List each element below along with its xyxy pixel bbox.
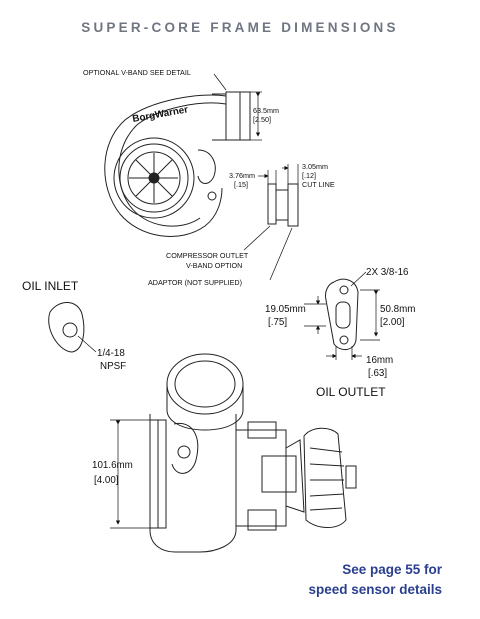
oil-inlet-flange [48,302,85,353]
vband-flange [225,91,241,141]
dim-63-5-mm: 63.5mm [253,106,279,115]
thread-leader [350,271,367,287]
dim-101-6-in: [4.00] [94,475,119,486]
dim-16 [326,346,362,360]
turbine-backplate [285,439,305,513]
speed-sensor-note-line-1: See page 55 for [342,562,442,577]
thread-label: 2X 3/8-16 [366,267,409,278]
dim-16-mm: 16mm [366,355,393,366]
turbine-wheel [303,427,347,528]
compressor-outlet-label-2: V-BAND OPTION [186,261,242,270]
dim-3-05-in: [.12] [302,171,316,180]
compressor-inlet-outer [113,137,195,219]
oil-outlet-boss [247,509,277,531]
dim-3-76-in: [.15] [234,180,248,189]
adaptor-label: ADAPTOR (NOT SUPPLIED) [148,278,242,287]
vband-detail-adaptor [287,183,299,227]
housing-boss [197,149,216,184]
cut-line-label: CUT LINE [302,180,335,189]
dim-63-5 [250,91,262,141]
compressor-flange-left [149,419,159,529]
vband-neck [212,93,227,141]
brand-logo: BorgWarner [132,104,189,125]
npsf-label-2: NPSF [100,361,126,372]
dim-101-6 [110,419,150,529]
compressor-flange-inner [157,419,167,529]
vband-leader [213,73,227,91]
outlet-boss [171,422,199,474]
dim-50-8 [360,289,380,341]
adaptor-leader [269,227,293,281]
vband-detail-flange [267,183,277,225]
turbine-nut [345,465,357,489]
oil-outlet-title: OIL OUTLET [316,385,386,399]
compressor-wheel [127,151,181,205]
oil-inlet-boss [247,421,277,439]
page-title: SUPER-CORE FRAME DIMENSIONS [81,20,399,35]
vband-detail [267,183,299,227]
compressor-outlet-label-1: COMPRESSOR OUTLET [166,251,249,260]
dim-16-in: [.63] [368,368,387,379]
dim-3-76 [258,170,277,184]
outlet-bolt [177,445,191,459]
compressor-inlet-ring [119,143,189,213]
dim-19-05 [304,296,326,334]
compressor-inlet-inner [174,360,236,408]
compressor-housing-inner [118,102,227,227]
speed-sensor-boss [261,455,297,493]
vband-outlet [239,91,251,141]
dim-19-05-mm: 19.05mm [265,304,306,315]
inlet-body [166,384,244,431]
dim-63-5-in: [2.50] [253,115,271,124]
side-turbo-view [149,353,357,553]
dim-101-6-mm: 101.6mm [92,460,133,471]
dim-3-05 [282,164,299,184]
compressor-blades [129,153,178,203]
npsf-label-1: 1/4-18 [97,348,125,359]
housing-bolt [207,191,217,201]
compressor-outlet-leader [243,225,271,251]
compressor-housing-outline [104,94,227,237]
top-turbo-view [104,91,251,237]
oil-inlet-title: OIL INLET [22,279,79,293]
dim-50-8-in: [2.00] [380,317,405,328]
compressor-cover [149,414,237,553]
dim-3-05-mm: 3.05mm [302,162,328,171]
speed-sensor-note-line-2: speed sensor details [308,582,442,597]
center-housing [235,429,287,527]
oil-outlet-flange [325,278,359,350]
compressor-inlet-ellipse [166,353,244,415]
dim-19-05-in: [.75] [268,317,287,328]
optional-vband-label: OPTIONAL V-BAND SEE DETAIL [83,68,191,77]
dim-50-8-mm: 50.8mm [380,304,415,315]
dim-3-76-mm: 3.76mm [229,171,255,180]
speed-sensor-note: See page 55 for speed sensor details [308,560,442,600]
npsf-leader [77,335,97,353]
